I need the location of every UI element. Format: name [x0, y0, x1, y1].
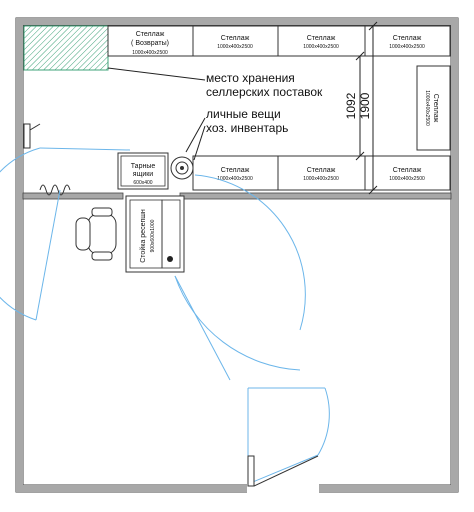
light-icon [23, 123, 41, 149]
bin-icon [170, 156, 194, 180]
shelf-7-title: Стеллаж [393, 167, 422, 174]
dimension-inner: 1092 [344, 92, 358, 119]
shelf-6-size: 1000x400x2500 [303, 176, 339, 182]
shelf-1-size: 1000x400x2500 [132, 50, 168, 56]
note-inventory: хоз. инвентарь [206, 121, 288, 135]
shelf-4-title: Стеллаж [393, 35, 422, 42]
shelf-2-title: Стеллаж [221, 35, 250, 42]
reception-size: 900x600x1000 [150, 219, 156, 252]
crates-size: 600x400 [133, 180, 152, 186]
radiator-icon [39, 184, 71, 196]
crates-title-1: Тарные [131, 163, 156, 170]
chair-icon [75, 207, 117, 261]
mid-shelves: Стеллаж 1000x400x2500 Стеллаж 1000x400x2… [192, 155, 451, 191]
vertical-shelf-size: 1000x400x2500 [424, 90, 430, 126]
shelf-3-size: 1000x400x2500 [303, 44, 339, 50]
entrance-door[interactable] [247, 455, 319, 487]
vertical-shelf-title: Стеллаж [432, 94, 439, 123]
shelf-5-title: Стеллаж [221, 167, 250, 174]
top-shelves: Стеллаж ( Возвраты) 1000x400x2500 Стелла… [107, 25, 451, 57]
reception-desk: Стойка ресепшн 900x600x1000 [125, 195, 185, 273]
crates-title-2: ящики [133, 171, 154, 178]
shelf-1-title: Стеллаж [136, 31, 165, 38]
dimension-outer: 1900 [358, 92, 372, 119]
dimension-lines [355, 21, 378, 195]
note-seller-storage-2: селлерских поставок [206, 85, 323, 99]
door-swings [0, 147, 330, 485]
note-leaders [107, 67, 206, 161]
seller-storage-area [23, 25, 109, 71]
vertical-shelf: Стеллаж 1000x400x2500 [416, 65, 451, 151]
reception-title: Стойка ресепшн [139, 209, 147, 263]
shelf-2-size: 1000x400x2500 [217, 44, 253, 50]
note-seller-storage-1: место хранения [206, 71, 295, 85]
shelf-7-size: 1000x400x2500 [389, 176, 425, 182]
crates: Тарные ящики 600x400 [117, 152, 169, 190]
shelf-3-title: Стеллаж [307, 35, 336, 42]
note-personal: личные вещи [206, 107, 281, 121]
shelf-4-size: 1000x400x2500 [389, 44, 425, 50]
walls [15, 17, 459, 493]
shelf-1-subtitle: ( Возвраты) [131, 40, 169, 47]
shelf-6-title: Стеллаж [307, 167, 336, 174]
shelf-5-size: 1000x400x2500 [217, 176, 253, 182]
